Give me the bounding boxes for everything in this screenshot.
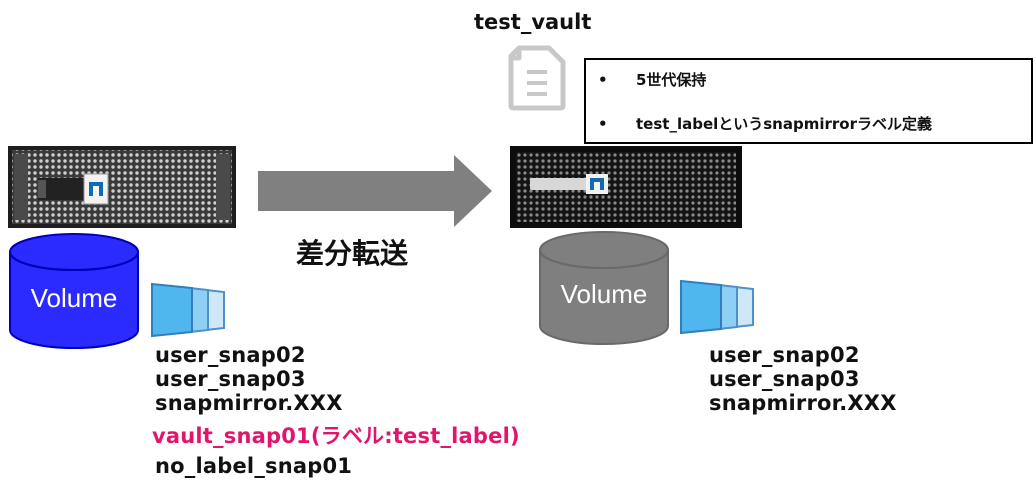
snapshot-name: snapmirror.XXX [709,391,897,415]
document-icon [508,45,566,111]
source-volume-icon [9,233,139,349]
transfer-arrow-icon [258,155,492,227]
policy-item: •5世代保持 [598,71,707,89]
unlabeled-snapshot: no_label_snap01 [155,454,352,478]
vault-name: test_vault [474,10,592,34]
destination-snapshot-list: user_snap02 user_snap03 snapmirror.XXX [709,343,897,415]
destination-storage-array-icon [510,146,742,228]
destination-volume-icon [539,231,669,345]
destination-volume-label: Volume [560,279,648,309]
destination-snapshot-stack-icon [680,279,754,335]
labeled-snapshot-name: vault_snap01(ラベル:test_label) [152,424,520,448]
labeled-snapshot: vault_snap01(ラベル:test_label) [152,424,520,448]
transfer-label: 差分転送 [296,237,409,270]
source-storage-array-icon [8,146,236,228]
source-volume-label: Volume [30,283,118,313]
source-snapshot-stack-icon [151,282,225,338]
source-snapshot-list: user_snap02 user_snap03 snapmirror.XXX [155,343,343,415]
vault-policy-box: •5世代保持 •test_labelというsnapmirrorラベル定義 [584,58,1033,144]
snapshot-name: user_snap03 [709,367,860,391]
snapshot-name: user_snap03 [155,367,306,391]
policy-item: •test_labelというsnapmirrorラベル定義 [598,115,932,133]
snapshot-name: user_snap02 [155,343,306,367]
policy-item-text: 5世代保持 [636,71,707,89]
snapshot-name: snapmirror.XXX [155,391,343,415]
unlabeled-snapshot-name: no_label_snap01 [155,454,353,478]
policy-item-text: test_labelというsnapmirrorラベル定義 [636,115,932,133]
snapshot-name: user_snap02 [709,343,860,367]
